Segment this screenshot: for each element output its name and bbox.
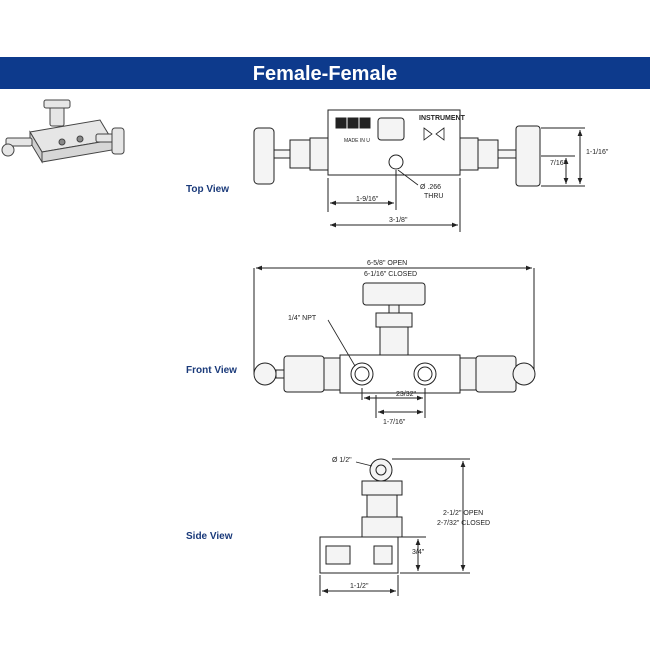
top-brand-text: INSTRUMENT	[419, 115, 466, 122]
dim-front-offset: 1-7/16"	[383, 419, 406, 426]
side-closed-label: 2-7/32" CLOSED	[437, 520, 490, 527]
isometric-valve-icon	[1, 99, 125, 164]
front-open-label: 6-5/8" OPEN	[367, 260, 407, 267]
front-view-drawing	[253, 265, 536, 418]
top-hole-label: Ø .266	[420, 184, 441, 191]
dim-front-spacing: 23/32"	[396, 391, 417, 398]
side-open-label: 2-1/2" OPEN	[443, 510, 483, 517]
side-view-label: Side View	[186, 531, 233, 542]
front-closed-label: 6-1/16" CLOSED	[364, 271, 417, 278]
top-made-in-text: MADE IN U	[344, 138, 370, 144]
front-port-label: 1/4" NPT	[288, 315, 317, 322]
side-handle-dia-label: Ø 1/2"	[332, 457, 352, 464]
dim-side-height: 3/4"	[412, 549, 425, 556]
top-view-label: Top View	[186, 184, 229, 195]
side-view-drawing	[319, 458, 470, 596]
dim-side-width: 1-1/2"	[350, 583, 369, 590]
dim-top-partial: 1-9/16"	[356, 196, 379, 203]
top-view-drawing	[253, 109, 585, 232]
dim-top-height: 1-1/16"	[586, 149, 609, 156]
front-view-label: Front View	[186, 365, 237, 376]
page-title: Female-Female	[252, 63, 398, 85]
dim-top-total: 3-1/8"	[389, 217, 408, 224]
top-thru-label: THRU	[424, 193, 443, 200]
dim-top-offset: 7/16"	[550, 160, 567, 167]
page-title-banner: Female-Female	[0, 57, 650, 89]
